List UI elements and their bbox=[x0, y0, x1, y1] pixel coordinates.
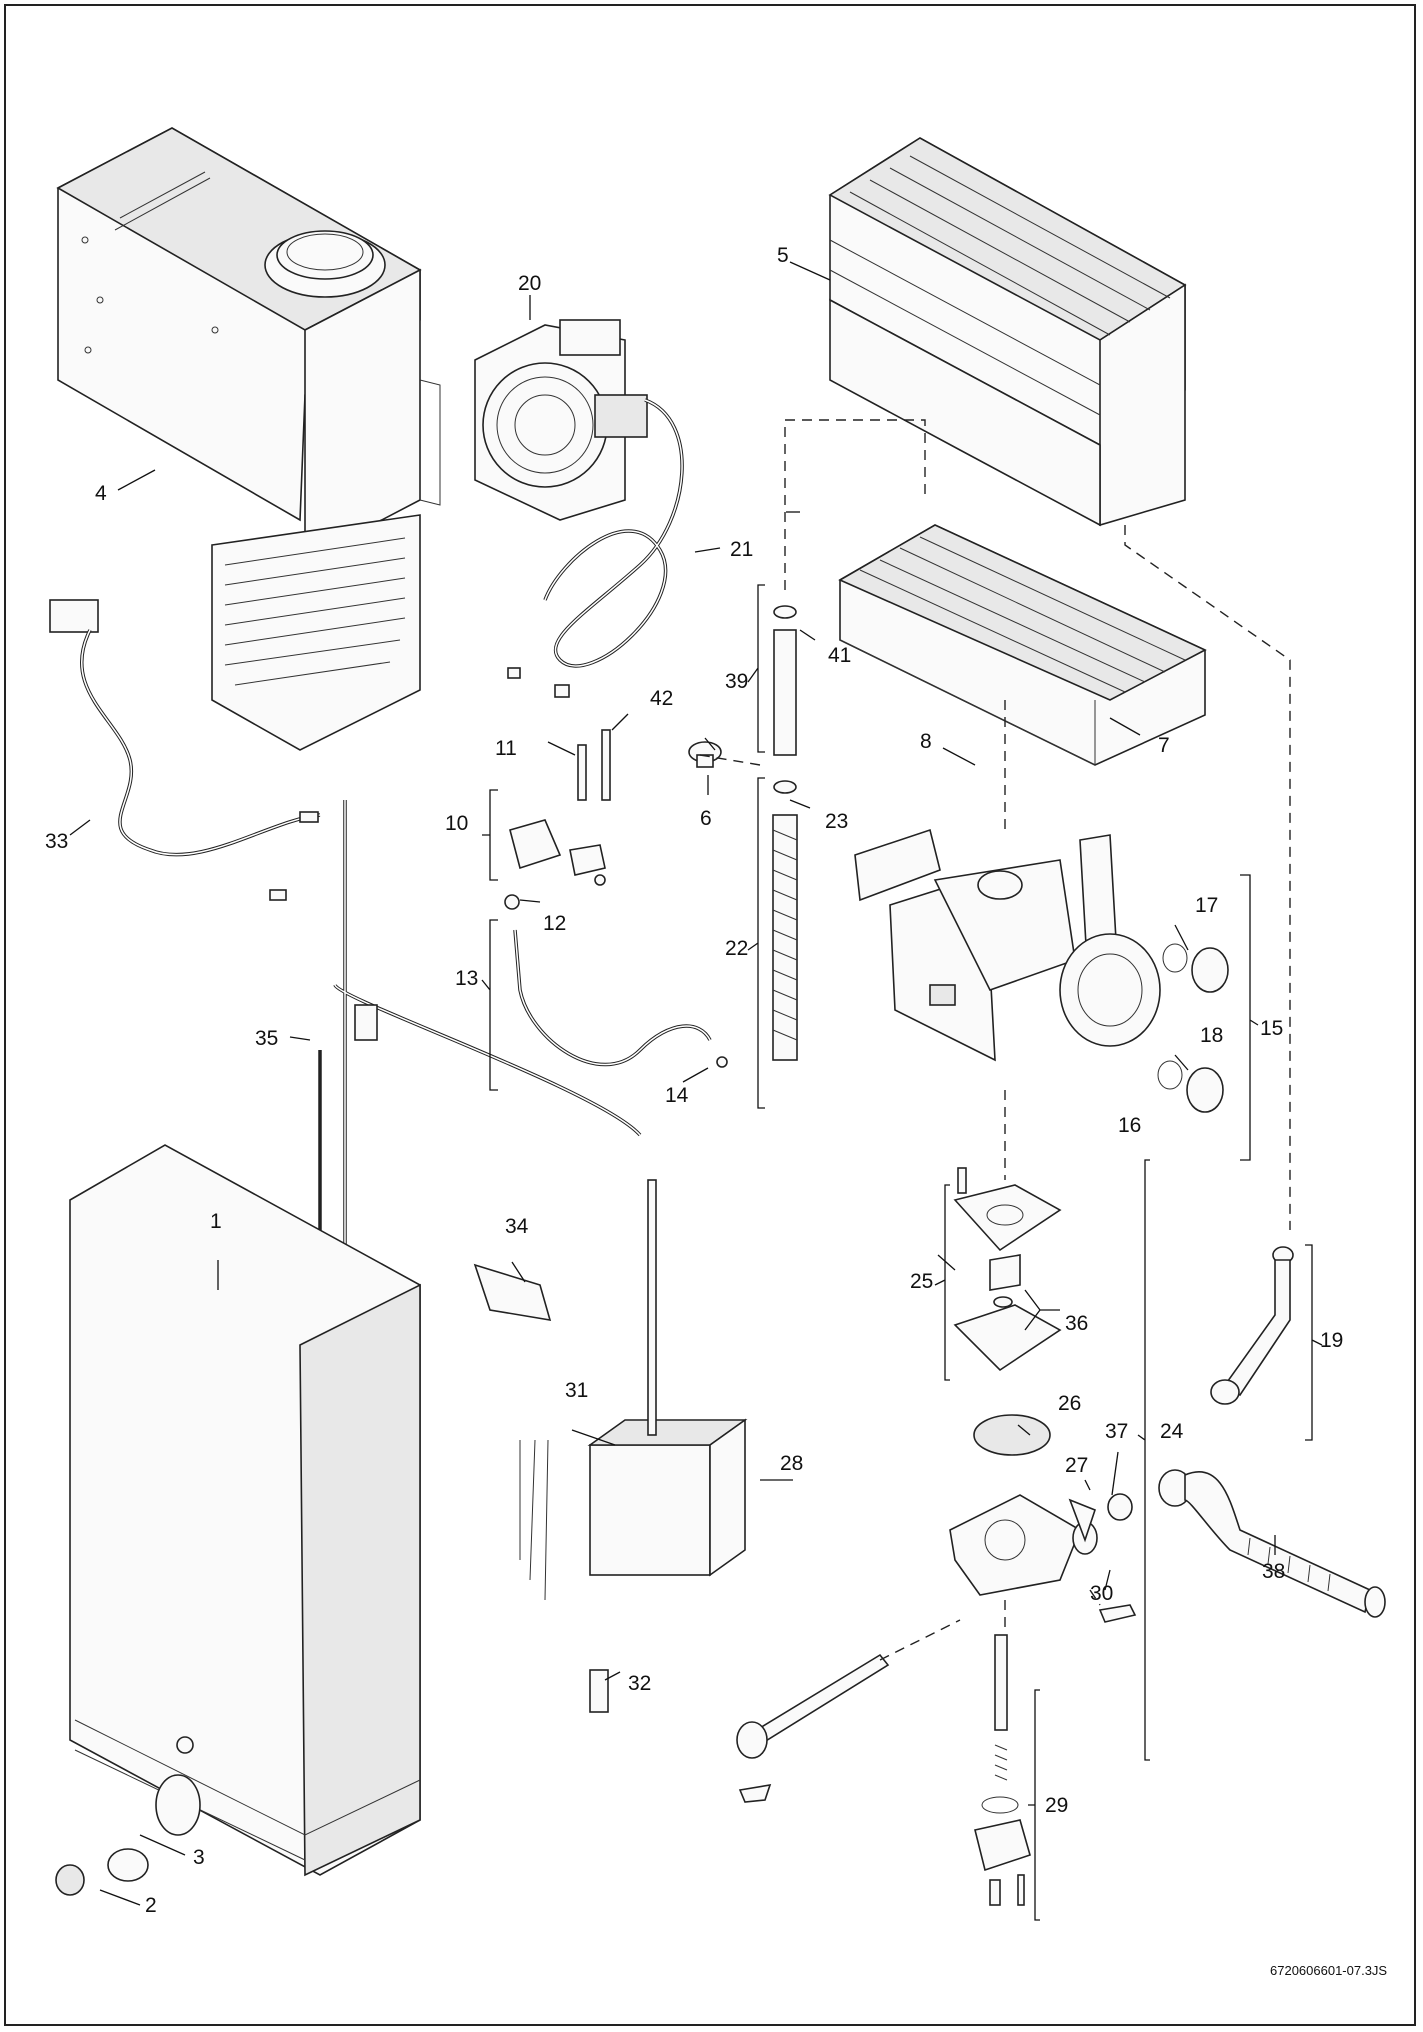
part-front-casing bbox=[69, 1144, 421, 1877]
callout-labels: 1 2 3 4 5 6 7 8 10 11 12 13 14 15 16 17 … bbox=[45, 244, 1343, 1917]
part-thermocouple bbox=[504, 894, 728, 1068]
part-gas-valve bbox=[854, 828, 1161, 1062]
callout-30: 30 bbox=[1090, 1582, 1113, 1605]
callout-37: 37 bbox=[1105, 1420, 1128, 1443]
callout-4: 4 bbox=[95, 482, 107, 505]
callout-31: 31 bbox=[565, 1379, 588, 1402]
callout-6: 6 bbox=[700, 807, 712, 830]
part-cold-water-hose bbox=[1158, 1469, 1386, 1618]
leader-lines bbox=[69, 261, 1276, 1906]
part-drain-plug bbox=[1098, 1604, 1137, 1623]
part-valve-spindle bbox=[736, 1653, 890, 1803]
callout-5: 5 bbox=[777, 244, 789, 267]
callout-14: 14 bbox=[665, 1084, 689, 1107]
callout-8: 8 bbox=[920, 730, 932, 753]
callout-42: 42 bbox=[650, 687, 673, 710]
part-fuse bbox=[589, 1669, 609, 1713]
callout-38: 38 bbox=[1262, 1560, 1285, 1583]
callout-12: 12 bbox=[543, 912, 566, 935]
part-fan bbox=[474, 319, 648, 521]
part-heat-exchanger bbox=[828, 137, 1187, 527]
part-fan-cable bbox=[507, 398, 684, 698]
callout-23: 23 bbox=[825, 810, 848, 833]
part-flue-hood bbox=[56, 127, 441, 562]
callout-36: 36 bbox=[1065, 1312, 1088, 1335]
callout-27: 27 bbox=[1065, 1454, 1088, 1477]
callout-2: 2 bbox=[145, 1894, 157, 1917]
callout-35: 35 bbox=[255, 1027, 278, 1050]
callout-17: 17 bbox=[1195, 894, 1218, 917]
document-reference: 6720606601-07.3JS bbox=[1270, 1963, 1387, 1978]
grouping-brackets bbox=[481, 584, 1323, 1921]
part-electrodes bbox=[577, 729, 611, 801]
callout-7: 7 bbox=[1158, 734, 1170, 757]
part-gas-pipe bbox=[1210, 1246, 1294, 1405]
callout-33: 33 bbox=[45, 830, 68, 853]
page-border bbox=[4, 4, 1416, 2026]
callout-19: 19 bbox=[1320, 1329, 1343, 1352]
callout-1: 1 bbox=[210, 1210, 222, 1233]
part-filter bbox=[1068, 1498, 1096, 1543]
callout-39: 39 bbox=[725, 670, 748, 693]
part-wiring-35 bbox=[309, 800, 642, 1303]
callout-25: 25 bbox=[910, 1270, 933, 1293]
callout-32: 32 bbox=[628, 1672, 651, 1695]
part-valve-spring bbox=[974, 1634, 1031, 1906]
callout-18: 18 bbox=[1200, 1024, 1223, 1047]
assembly-lines bbox=[699, 419, 1291, 1661]
part-electrode-bracket bbox=[509, 819, 606, 886]
callout-22: 22 bbox=[725, 937, 748, 960]
callout-24: 24 bbox=[1160, 1420, 1184, 1443]
part-washer bbox=[1107, 1493, 1133, 1521]
callout-41: 41 bbox=[828, 644, 851, 667]
part-water-valve-stack bbox=[953, 1167, 1062, 1456]
part-grille-cover bbox=[211, 514, 421, 751]
callout-11: 11 bbox=[495, 737, 517, 760]
callout-15: 15 bbox=[1260, 1017, 1283, 1040]
callout-21: 21 bbox=[730, 538, 753, 561]
part-sensor bbox=[688, 741, 722, 768]
callout-20: 20 bbox=[518, 272, 541, 295]
part-knob bbox=[55, 1848, 149, 1896]
callout-16: 16 bbox=[1118, 1114, 1141, 1137]
callout-26: 26 bbox=[1058, 1392, 1081, 1415]
callout-10: 10 bbox=[445, 812, 468, 835]
part-pipe-assembly bbox=[772, 605, 798, 1061]
part-valve-caps bbox=[1157, 943, 1229, 1113]
callout-13: 13 bbox=[455, 967, 478, 990]
part-burner bbox=[838, 524, 1207, 766]
callout-34: 34 bbox=[505, 1215, 529, 1238]
callout-28: 28 bbox=[780, 1452, 803, 1475]
part-switch bbox=[473, 1263, 552, 1321]
callout-3: 3 bbox=[193, 1846, 205, 1869]
part-wiring-33 bbox=[49, 599, 321, 901]
callout-29: 29 bbox=[1045, 1794, 1068, 1817]
part-control-box bbox=[519, 1179, 748, 1601]
